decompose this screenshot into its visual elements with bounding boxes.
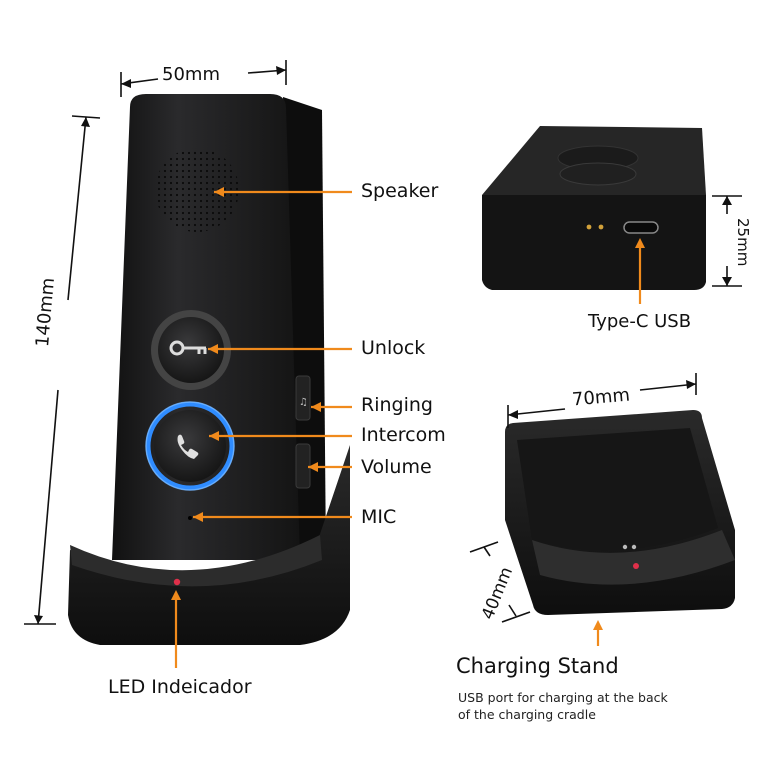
volume-label: Volume [361, 456, 432, 478]
phone-icon [177, 434, 199, 459]
charging-stand-title: Charging Stand [456, 654, 619, 678]
charging-stand-note-line2: of the charging cradle [458, 707, 596, 722]
callout-arrowheads [171, 187, 645, 630]
width-dimension-label: 50mm [162, 64, 220, 85]
handset-device: ♫ [112, 94, 326, 560]
charging-stand [505, 410, 735, 615]
unlock-label: Unlock [361, 337, 426, 359]
mic-hole [188, 516, 192, 520]
speaker-grille [155, 148, 239, 232]
dimension-arrowheads [34, 66, 732, 624]
volume-button[interactable] [295, 443, 311, 489]
charging-stand-note-line1: USB port for charging at the back [458, 690, 668, 705]
ringing-label: Ringing [361, 394, 433, 416]
svg-text:♫: ♫ [299, 397, 308, 408]
key-icon [169, 340, 207, 356]
speaker-label: Speaker [361, 180, 439, 202]
ringing-button[interactable] [295, 375, 311, 421]
usb-c-port[interactable] [623, 221, 659, 234]
handset-base [68, 445, 350, 645]
usb-module [482, 126, 706, 290]
mic-label: MIC [361, 506, 397, 528]
usb-label: Type-C USB [588, 311, 692, 332]
led-label: LED Indeicador [108, 676, 252, 698]
intercom-label: Intercom [361, 424, 446, 446]
led-indicator [173, 578, 181, 586]
intercom-button[interactable] [145, 401, 235, 491]
charging-stand-note: USB port for charging at the back of the… [458, 689, 668, 723]
module-height-label: 25mm [734, 218, 752, 267]
